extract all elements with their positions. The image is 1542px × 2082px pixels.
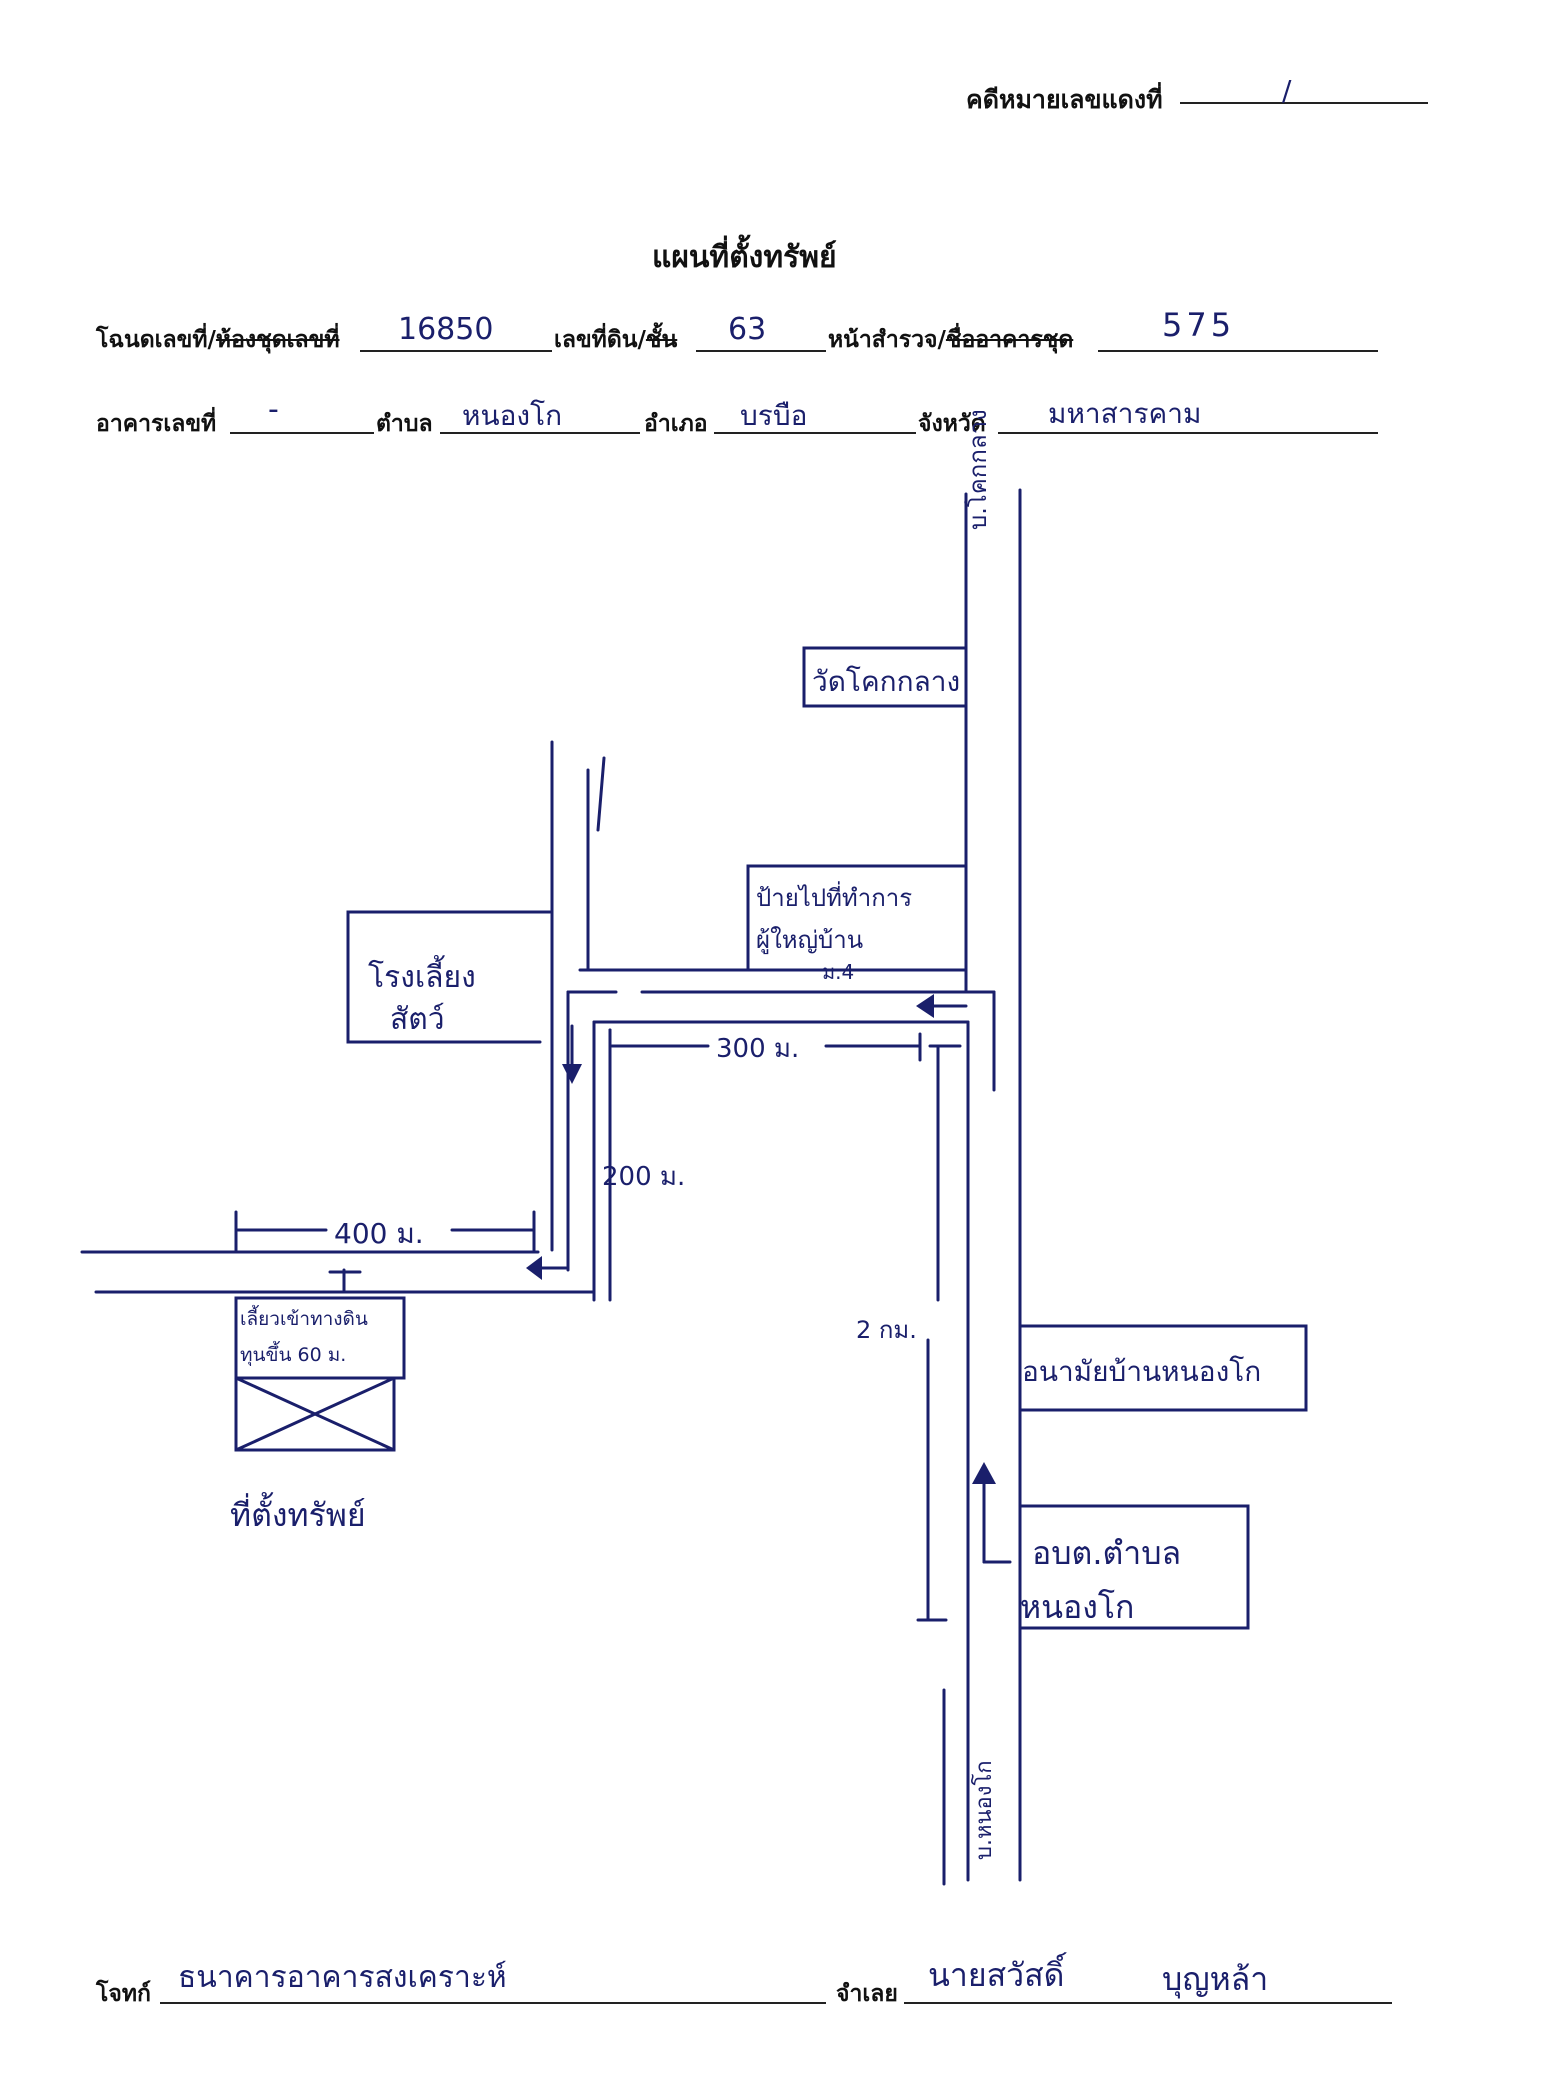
deed-line — [360, 350, 552, 352]
building-line — [230, 432, 374, 434]
dirt-road-line2: ทุนขึ้น 60 ม. — [240, 1344, 347, 1366]
case-number-line — [1180, 102, 1428, 104]
survey-line — [1098, 350, 1378, 352]
deed-label: โฉนดเลขที่/ห้องชุดเลขที่ — [96, 326, 340, 353]
property-label: ที่ตั้งทรัพย์ — [230, 1496, 366, 1534]
defendant-line — [904, 2002, 1392, 2004]
farm-label-line2: สัตว์ — [390, 1002, 445, 1037]
temple-label: วัดโคกกลาง — [812, 665, 961, 698]
plaintiff-value: ธนาคารอาคารสงเคราะห์ — [178, 1960, 507, 1995]
plaintiff-label: โจทก์ — [96, 1980, 151, 2007]
sao-box — [1018, 1504, 1250, 1630]
arrow-down-head — [562, 1064, 582, 1084]
property-plot-box — [234, 1376, 396, 1452]
dim-400-label: 400 ม. — [334, 1217, 424, 1250]
road-bottom-label: บ.หนองโก — [972, 1760, 997, 1860]
defendant-value-2: บุญหล้า — [1162, 1960, 1269, 1998]
sign-label-line1: ป้ายไปที่ทำการ — [756, 884, 913, 912]
province-line — [998, 432, 1378, 434]
health-center-box — [1018, 1324, 1308, 1412]
sao-label-line2: หนองโก — [1020, 1588, 1135, 1626]
province-value: มหาสารคาม — [1048, 397, 1202, 430]
dirt-road-line1: เลี้ยวเข้าทางดิน — [240, 1308, 368, 1330]
district-value: บรบือ — [740, 399, 808, 432]
defendant-label: จำเลย — [836, 1980, 898, 2007]
building-label: อาคารเลขที่ — [96, 410, 217, 437]
page-title: แผนที่ตั้งทรัพย์ — [652, 240, 837, 275]
subdistrict-label: ตำบล — [376, 410, 433, 437]
survey-label: หน้าสำรวจ/ชื่ออาคารชุด — [828, 326, 1074, 353]
sign-label-line3: ม.4 — [822, 960, 855, 984]
dim-200-label: 200 ม. — [602, 1162, 686, 1192]
building-value: - — [268, 392, 279, 427]
property-cross-b — [234, 1376, 396, 1452]
land-number-line — [696, 350, 826, 352]
sao-label-line1: อบต.ตำบล — [1032, 1534, 1182, 1572]
defendant-value: นายสวัสดิ์ — [928, 1956, 1065, 1994]
arrow-left-head — [916, 994, 934, 1018]
province-label: จังหวัด — [918, 410, 986, 437]
farm-label-line1: โรงเลี้ยง — [368, 960, 476, 995]
side-road-tick — [596, 756, 606, 832]
arrow-left2-head — [526, 1256, 542, 1280]
sign-box — [746, 864, 968, 972]
sign-label-line2: ผู้ใหญ่บ้าน — [756, 926, 864, 954]
district-line — [714, 432, 916, 434]
land-number-value: 63 — [728, 312, 767, 347]
temple-box — [802, 646, 968, 708]
land-number-label: เลขที่ดิน/ชั้น — [554, 326, 678, 353]
arrow-up-head — [972, 1462, 996, 1484]
deed-value: 16850 — [398, 312, 494, 347]
dim-300-label: 300 ม. — [716, 1034, 800, 1064]
subdistrict-line — [440, 432, 640, 434]
case-number-value: / — [1282, 74, 1292, 107]
road-top-label: บ.โคกกลาง — [964, 409, 992, 530]
case-number-label: คดีหมายเลขแดงที่ — [966, 85, 1163, 114]
subdistrict-value: หนองโก — [462, 399, 563, 432]
plaintiff-line — [160, 2002, 826, 2004]
health-center-label: อนามัยบ้านหนองโก — [1022, 1355, 1262, 1388]
survey-value: 575 — [1162, 306, 1236, 344]
school-box — [346, 910, 552, 1044]
district-label: อำเภอ — [644, 410, 708, 437]
dim-2km-label: 2 กม. — [856, 1316, 917, 1344]
